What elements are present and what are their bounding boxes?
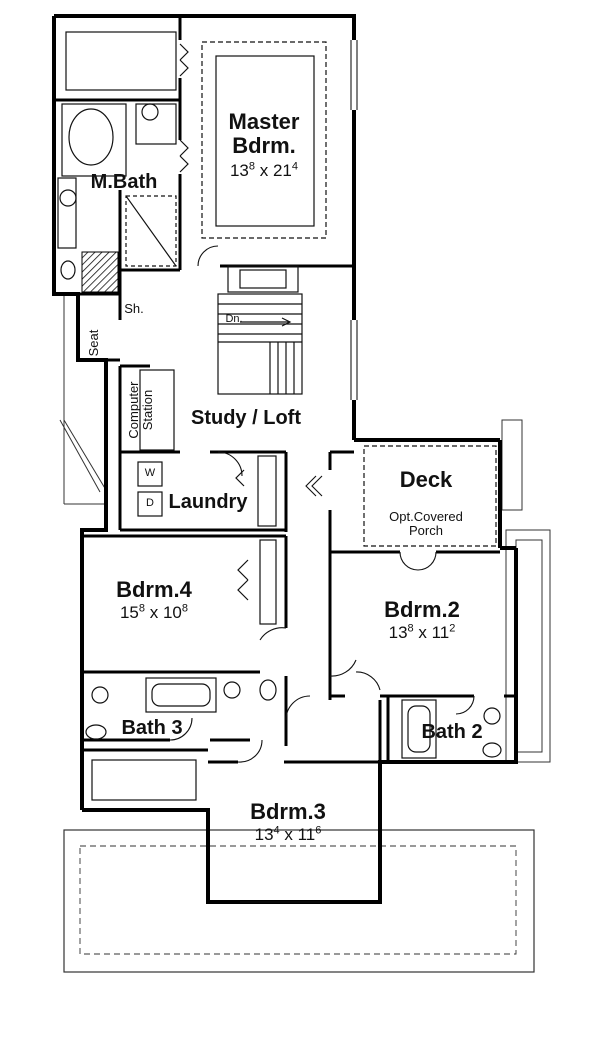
interior-walls — [54, 16, 516, 764]
master-bdrm-label: Master Bdrm. — [214, 110, 314, 158]
bdrm2-sep: x — [413, 623, 432, 642]
master-sep: x — [255, 161, 273, 180]
mbath-label: M.Bath — [90, 171, 158, 193]
computer-station-label: Computer Station — [125, 375, 155, 445]
washer-label: W — [144, 467, 156, 479]
computer-line2: Station — [140, 389, 155, 431]
master-name-line2: Bdrm. — [232, 132, 296, 158]
stair-down-label: Dn. — [225, 313, 243, 325]
bdrm2-depth: 11 — [431, 623, 450, 642]
master-bdrm-dimensions: 138 x 214 — [204, 160, 324, 180]
master-width-in: 8 — [248, 160, 256, 173]
bdrm3-width-in: 4 — [273, 824, 280, 837]
fixtures — [57, 31, 502, 903]
bdrm3-sep: x — [279, 825, 298, 844]
bdrm3-depth: 11 — [297, 825, 316, 844]
master-name-line1: Master — [228, 109, 300, 134]
bdrm2-depth-in: 2 — [449, 622, 456, 635]
bdrm4-dimensions: 158 x 108 — [94, 602, 214, 622]
laundry-label: Laundry — [168, 491, 248, 513]
bdrm4-sep: x — [145, 603, 163, 622]
bdrm3-label: Bdrm.3 — [250, 799, 326, 824]
bdrm2-width: 13 — [388, 623, 408, 642]
master-depth-in: 4 — [291, 160, 299, 173]
bdrm4-depth: 10 — [162, 603, 182, 622]
bdrm4-label: Bdrm.4 — [116, 577, 192, 602]
deck-note-line2: Porch — [409, 523, 443, 539]
study-loft-label: Study / Loft — [191, 407, 301, 429]
bdrm4-depth-in: 8 — [181, 602, 189, 615]
door-swings — [169, 245, 475, 763]
bath2-label: Bath 2 — [421, 721, 483, 743]
window-frames — [350, 40, 358, 400]
bdrm2-width-in: 8 — [407, 622, 414, 635]
bdrm2-dimensions: 138 x 112 — [362, 622, 482, 642]
deck-note-line1: Opt.Covered — [389, 509, 463, 524]
deck-note: Opt.Covered Porch — [370, 509, 482, 539]
bdrm3-depth-in: 6 — [315, 824, 322, 837]
bdrm4-width-in: 8 — [138, 602, 146, 615]
bdrm3-width: 13 — [254, 825, 274, 844]
left-side-outline — [59, 294, 107, 505]
deck-label: Deck — [399, 467, 453, 492]
lower-porch-outline — [63, 829, 535, 973]
master-width: 13 — [229, 161, 249, 180]
seat-label: Seat — [85, 329, 101, 357]
shower-label: Sh. — [124, 301, 144, 316]
bdrm4-width: 15 — [119, 603, 139, 622]
hatched-closet — [81, 251, 119, 293]
right-balcony-outline — [501, 419, 551, 763]
bdrm2-label: Bdrm.2 — [384, 597, 460, 622]
dryer-label: D — [146, 497, 154, 509]
computer-line1: Computer — [125, 381, 141, 439]
master-depth: 21 — [272, 161, 292, 180]
bdrm3-dimensions: 134 x 116 — [226, 824, 350, 844]
bath3-label: Bath 3 — [121, 717, 183, 739]
